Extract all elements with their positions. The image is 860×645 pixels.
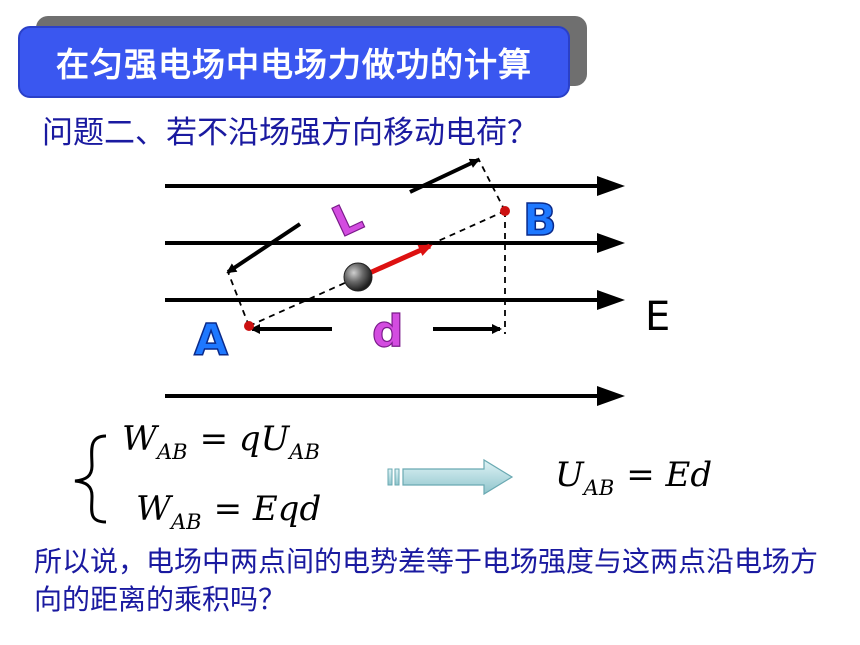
L-arrow-upper: [409, 158, 480, 194]
label-A: A: [194, 315, 228, 366]
field-line-arrowhead: [597, 233, 625, 253]
equation-2: WAB= Eqd: [136, 489, 321, 534]
field-line-arrowhead: [597, 290, 625, 310]
point-A: [244, 321, 254, 331]
implies-arrow-icon: [387, 458, 514, 496]
conclusion-text: 所以说，电场中两点间的电势差等于电场强度与这两点沿电场方向的距离的乘积吗？: [34, 545, 819, 616]
question-text: 问题二、若不沿场强方向移动电荷？: [42, 115, 538, 151]
dashed-line-A-perp: [227, 271, 250, 327]
construction-lines: [227, 157, 506, 334]
equation-1: WAB= qUAB: [122, 419, 320, 464]
page-title: 在匀强电场中电场力做功的计算: [56, 45, 532, 84]
label-d: d: [372, 306, 404, 357]
point-B: [500, 206, 510, 216]
field-line-arrowhead: [597, 386, 625, 406]
dashed-line-AB: [248, 210, 506, 327]
svg-text:UAB= Ed: UAB= Ed: [555, 455, 712, 500]
charge-ball: [343, 262, 373, 292]
svg-text:WAB= Eqd: WAB= Eqd: [136, 489, 321, 534]
result-equation: UAB= Ed: [555, 455, 712, 500]
curly-brace: [74, 434, 107, 524]
dashed-line-B-perp: [477, 157, 506, 212]
svg-text:WAB= qUAB: WAB= qUAB: [122, 419, 320, 464]
title-banner: 在匀强电场中电场力做功的计算: [18, 26, 570, 98]
label-L: L: [325, 191, 370, 247]
label-B: B: [523, 195, 557, 246]
force-arrow: [363, 243, 433, 278]
field-lines: [165, 176, 625, 406]
label-E: E: [645, 294, 670, 340]
L-arrow-lower: [226, 222, 302, 274]
field-line-arrowhead: [597, 176, 625, 196]
